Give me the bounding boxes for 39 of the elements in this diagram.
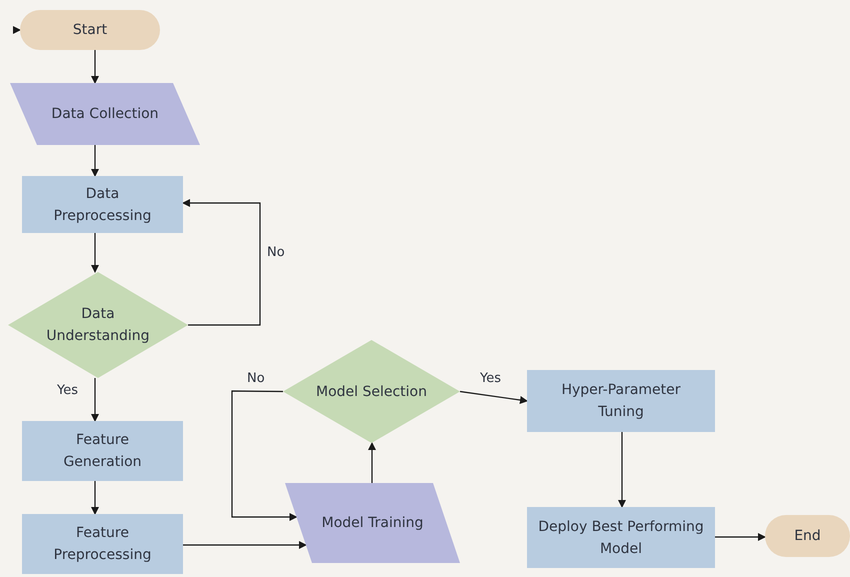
- node-label: Data Understanding: [45, 305, 151, 346]
- edge-label: No: [267, 246, 285, 259]
- node-label: Model Selection: [316, 382, 427, 402]
- arrow: [460, 390, 528, 404]
- process-box: [22, 421, 183, 481]
- input-parallelogram: [285, 483, 460, 563]
- node-label: Data Collection: [51, 105, 159, 124]
- node-label: Deploy Best Performing Model: [537, 518, 705, 558]
- arrow: [91, 481, 99, 515]
- node-label: End: [794, 527, 821, 546]
- arrow: [618, 432, 626, 508]
- node-label: Model Training: [322, 514, 424, 533]
- edge-label: Yes: [57, 384, 78, 397]
- arrow: [91, 50, 99, 84]
- arrow: [182, 199, 261, 326]
- arrow: [231, 390, 298, 521]
- arrow: [91, 233, 99, 273]
- process-box: [527, 507, 715, 568]
- input-parallelogram: [10, 83, 200, 145]
- node-label: Feature Generation: [62, 431, 143, 472]
- decision-diamond: [8, 272, 188, 378]
- decision-diamond: [283, 340, 460, 443]
- node-label: Data Preprocessing: [52, 184, 152, 226]
- arrow: [715, 533, 766, 541]
- node-label: Feature Preprocessing: [52, 524, 152, 565]
- node-label: Hyper-Parameter Tuning: [560, 381, 682, 422]
- edge-label: No: [247, 372, 265, 385]
- process-box: [527, 370, 715, 432]
- terminal-pill: [20, 10, 160, 50]
- terminal-pill: [765, 515, 850, 557]
- arrow: [368, 442, 376, 483]
- arrow: [91, 145, 99, 177]
- arrow: [13, 26, 21, 34]
- process-box: [22, 176, 183, 233]
- node-label: Start: [72, 21, 108, 40]
- arrow: [183, 541, 307, 549]
- edge-label: Yes: [480, 372, 501, 385]
- process-box: [22, 514, 183, 574]
- arrow: [91, 378, 99, 422]
